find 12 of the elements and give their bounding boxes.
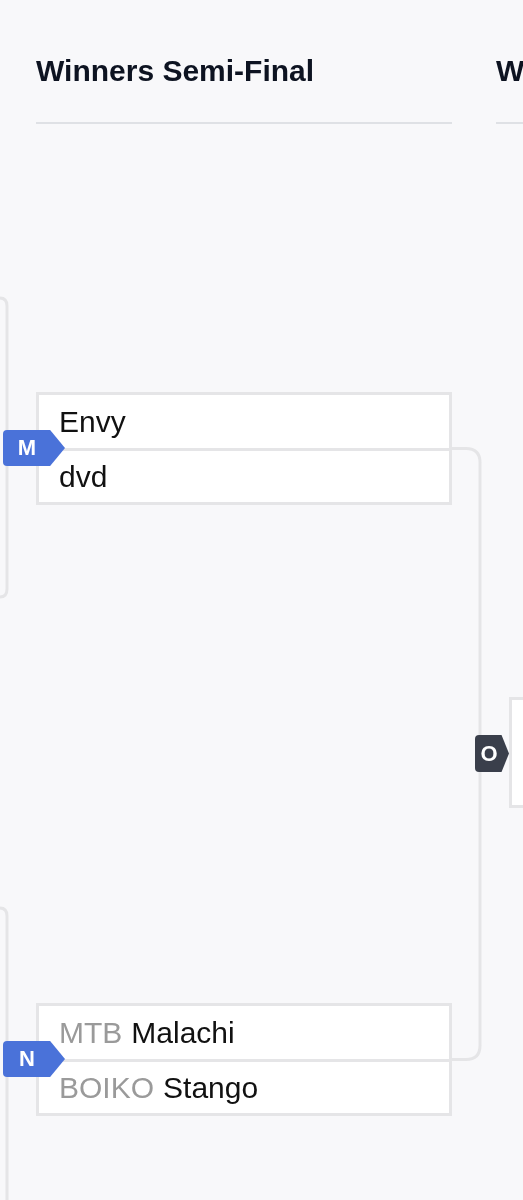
match-card: [509, 697, 523, 808]
match-card: [36, 1003, 452, 1116]
match-tag: O: [475, 735, 509, 772]
match-card: [36, 392, 452, 505]
player-name: Stango: [163, 1071, 259, 1104]
bracket-line: [0, 296, 9, 430]
player-name: Malachi: [131, 1016, 235, 1049]
bracket-line: [0, 466, 9, 599]
bracket-line: [452, 447, 482, 735]
bracket-line: [0, 906, 9, 1041]
column-heading: Winners Semi-Final: [36, 56, 315, 86]
bracket-line: [452, 772, 482, 1061]
